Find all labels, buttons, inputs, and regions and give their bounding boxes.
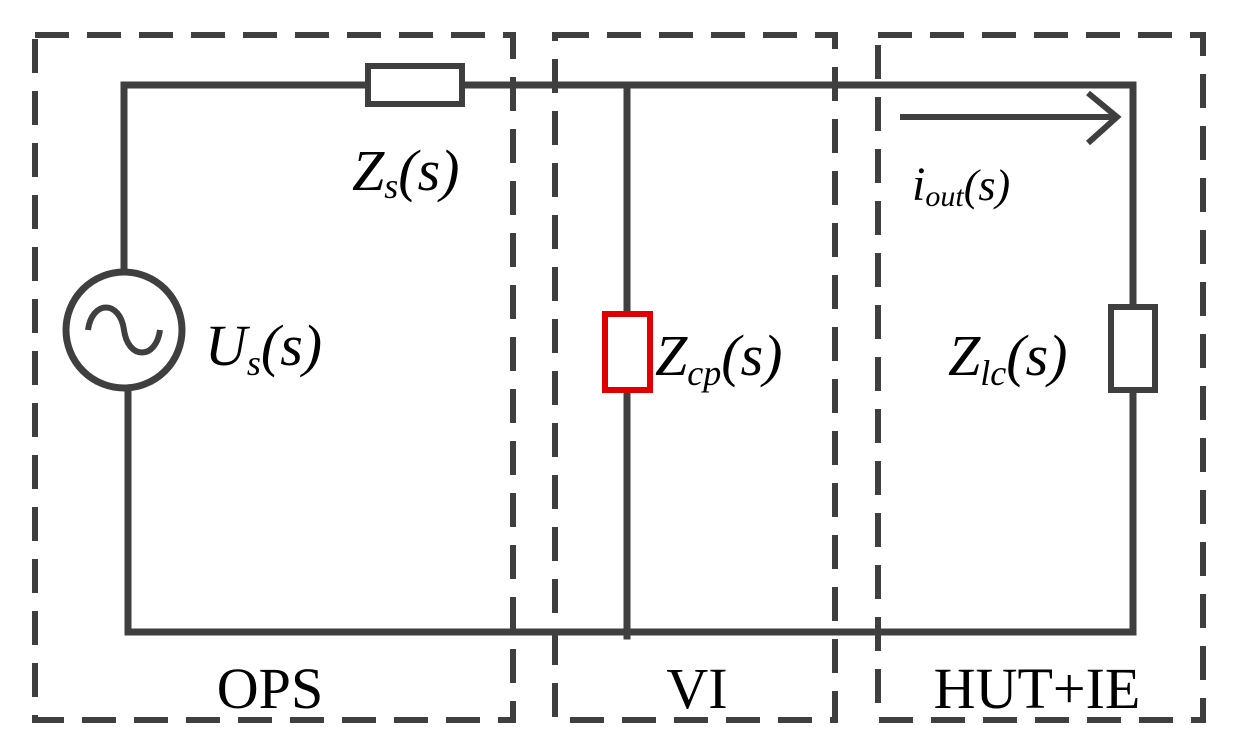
iout-label: iout(s) [912, 158, 1010, 213]
arrow-right-icon [900, 90, 1122, 146]
ops-region-label: OPS [217, 656, 323, 721]
zs-label: Zs(s) [352, 138, 459, 206]
vi-region-label: VI [666, 656, 727, 721]
zcp-impedance [602, 311, 653, 393]
ac-voltage-source-icon [62, 268, 186, 392]
zlc-impedance [1108, 304, 1158, 393]
hut-ie-region-label: HUT+IE [934, 656, 1141, 721]
hut-ie-region-box [875, 32, 1206, 723]
zcp-label: Zcp(s) [655, 323, 782, 393]
zlc-label: Zlc(s) [948, 323, 1067, 393]
zs-impedance [365, 63, 465, 107]
vi-region-box [552, 32, 838, 723]
ops-region-box [32, 32, 516, 723]
us-label: Us(s) [205, 313, 322, 383]
